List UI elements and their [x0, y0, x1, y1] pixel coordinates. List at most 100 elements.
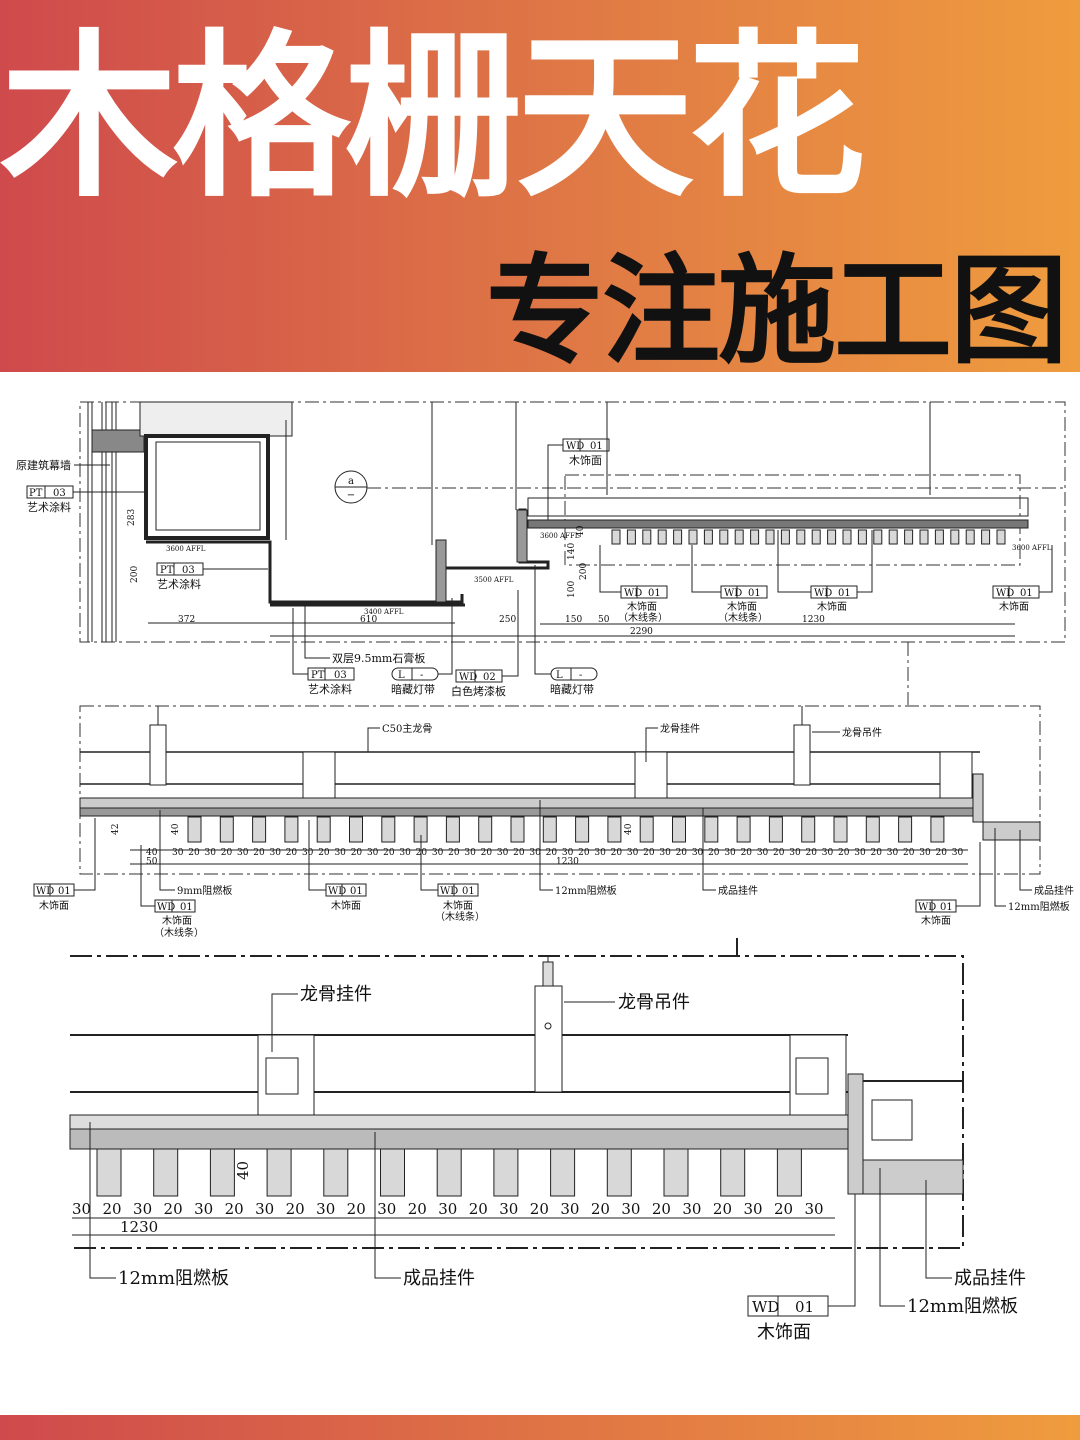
wood-slat: [209, 1148, 235, 1197]
svg-text:（木线条）: （木线条）: [154, 926, 204, 939]
wood-slat: [981, 529, 991, 545]
wood-slat: [833, 816, 848, 843]
wood-slat: [801, 816, 816, 843]
dimensions-mid: 42 40 40 40 50 1230: [111, 823, 634, 867]
tag-pt03-c: PT 03 艺术涂料: [292, 608, 355, 696]
spacing-dim: 30: [952, 848, 964, 858]
spacing-dim: 20: [188, 848, 200, 858]
spacing-dim: 30: [499, 1200, 518, 1218]
suspender-zoom: [534, 956, 563, 1093]
spacing-dim: 20: [903, 848, 915, 858]
wood-slat: [445, 816, 460, 843]
wood-slat: [187, 816, 202, 843]
svg-text:02: 02: [483, 672, 496, 683]
spacing-dim: 20: [416, 848, 428, 858]
wood-slat: [750, 529, 760, 545]
wood-slat: [780, 529, 790, 545]
wood-slat: [380, 1148, 405, 1197]
spacing-dim: 30: [399, 848, 411, 858]
wood-slat: [639, 816, 654, 843]
wood-slat: [719, 529, 729, 545]
label-product-hanger-2-zoom: 成品挂件: [954, 1268, 1026, 1289]
spacing-dim: 30: [194, 1200, 213, 1218]
svg-text:PT: PT: [160, 565, 174, 576]
spacing-dim: 20: [469, 1200, 488, 1218]
spacing-dim: 30: [237, 848, 249, 858]
side-panel-mid: [982, 821, 1041, 841]
section-mark-letter: a: [348, 476, 354, 487]
tag-wd01-4: WD 01 木饰面: [992, 545, 1053, 613]
spacing-dim: 30: [627, 848, 639, 858]
svg-text:100: 100: [567, 581, 577, 598]
side-panel-zoom: [862, 1159, 964, 1195]
spacing-dim: 30: [560, 1200, 579, 1218]
svg-text:03: 03: [53, 488, 66, 499]
svg-text:PT: PT: [29, 488, 43, 499]
svg-text:暗藏灯带: 暗藏灯带: [550, 682, 594, 696]
label-board-12mm-2-zoom: 12mm阻燃板: [907, 1296, 1018, 1317]
svg-text:WD: WD: [918, 902, 936, 913]
spacing-dim: 30: [204, 848, 216, 858]
svg-text:暗藏灯带: 暗藏灯带: [391, 682, 435, 696]
wood-slat: [996, 529, 1006, 545]
svg-text:WD: WD: [328, 886, 346, 897]
svg-text:50: 50: [146, 857, 158, 867]
svg-text:WD: WD: [157, 902, 175, 913]
wood-slat: [688, 529, 698, 545]
wood-slat: [919, 529, 929, 545]
svg-text:150: 150: [565, 615, 582, 625]
spacing-dim: 20: [578, 848, 590, 858]
suspenders-mid: [149, 706, 811, 786]
wood-slat: [857, 529, 867, 545]
svg-text:WD: WD: [459, 672, 477, 683]
spacing-dim: 20: [546, 848, 558, 858]
wood-slat: [606, 1148, 632, 1197]
spacing-dim: 20: [481, 848, 493, 858]
wood-slat: [381, 816, 396, 843]
label-keel-hanger-zoom: 龙骨挂件: [300, 984, 372, 1005]
tag-wd02: WD 02 白色烤漆板: [451, 590, 519, 698]
wood-slat: [96, 1148, 122, 1197]
label-keel-suspender-zoom: 龙骨吊件: [618, 992, 690, 1013]
label-keel-suspender-mid: 龙骨吊件: [842, 726, 882, 739]
spacing-dim: 20: [383, 848, 395, 858]
wood-slat: [611, 529, 621, 545]
spacing-dim: 30: [919, 848, 931, 858]
wood-slat: [934, 529, 944, 545]
svg-text:PT: PT: [311, 670, 325, 681]
svg-text:WD: WD: [624, 588, 642, 599]
svg-text:2290: 2290: [630, 627, 653, 637]
spacing-dim: 20: [164, 1200, 183, 1218]
tag-wd01-1: WD 01 木饰面 （木线条）: [599, 545, 668, 624]
footer-bar: [0, 1415, 1080, 1440]
svg-text:01: 01: [350, 886, 363, 897]
svg-text:木饰面: 木饰面: [727, 600, 757, 613]
side-board-zoom: [847, 1073, 864, 1195]
label-gypsum: 双层9.5mm石膏板: [332, 651, 425, 665]
svg-text:木饰面: 木饰面: [921, 914, 951, 927]
banner-title: 木格栅天花: [0, 14, 866, 221]
spacing-dim: 20: [286, 1200, 305, 1218]
wood-slat: [904, 529, 914, 545]
spacing-dim: 30: [133, 1200, 152, 1218]
svg-text:木饰面: 木饰面: [162, 914, 192, 927]
svg-text:3600 AFFL: 3600 AFFL: [166, 545, 206, 553]
wood-slat: [950, 529, 960, 545]
board-12mm-zoom: [69, 1114, 849, 1130]
wood-slat: [663, 1148, 689, 1197]
svg-text:1230: 1230: [556, 857, 579, 867]
svg-text:WD: WD: [566, 441, 584, 452]
slats-zoom: [96, 1148, 802, 1197]
wood-slat: [266, 1148, 292, 1197]
side-board-mid: [972, 773, 984, 823]
tag-wd01-3: WD 01 木饰面: [777, 530, 873, 613]
spacing-dim: 30: [724, 848, 736, 858]
detail-zoom-frame: [70, 955, 964, 1249]
svg-text:（木线条）: （木线条）: [435, 910, 485, 923]
wood-slat: [493, 1148, 519, 1197]
spacing-dim: 20: [347, 1200, 366, 1218]
